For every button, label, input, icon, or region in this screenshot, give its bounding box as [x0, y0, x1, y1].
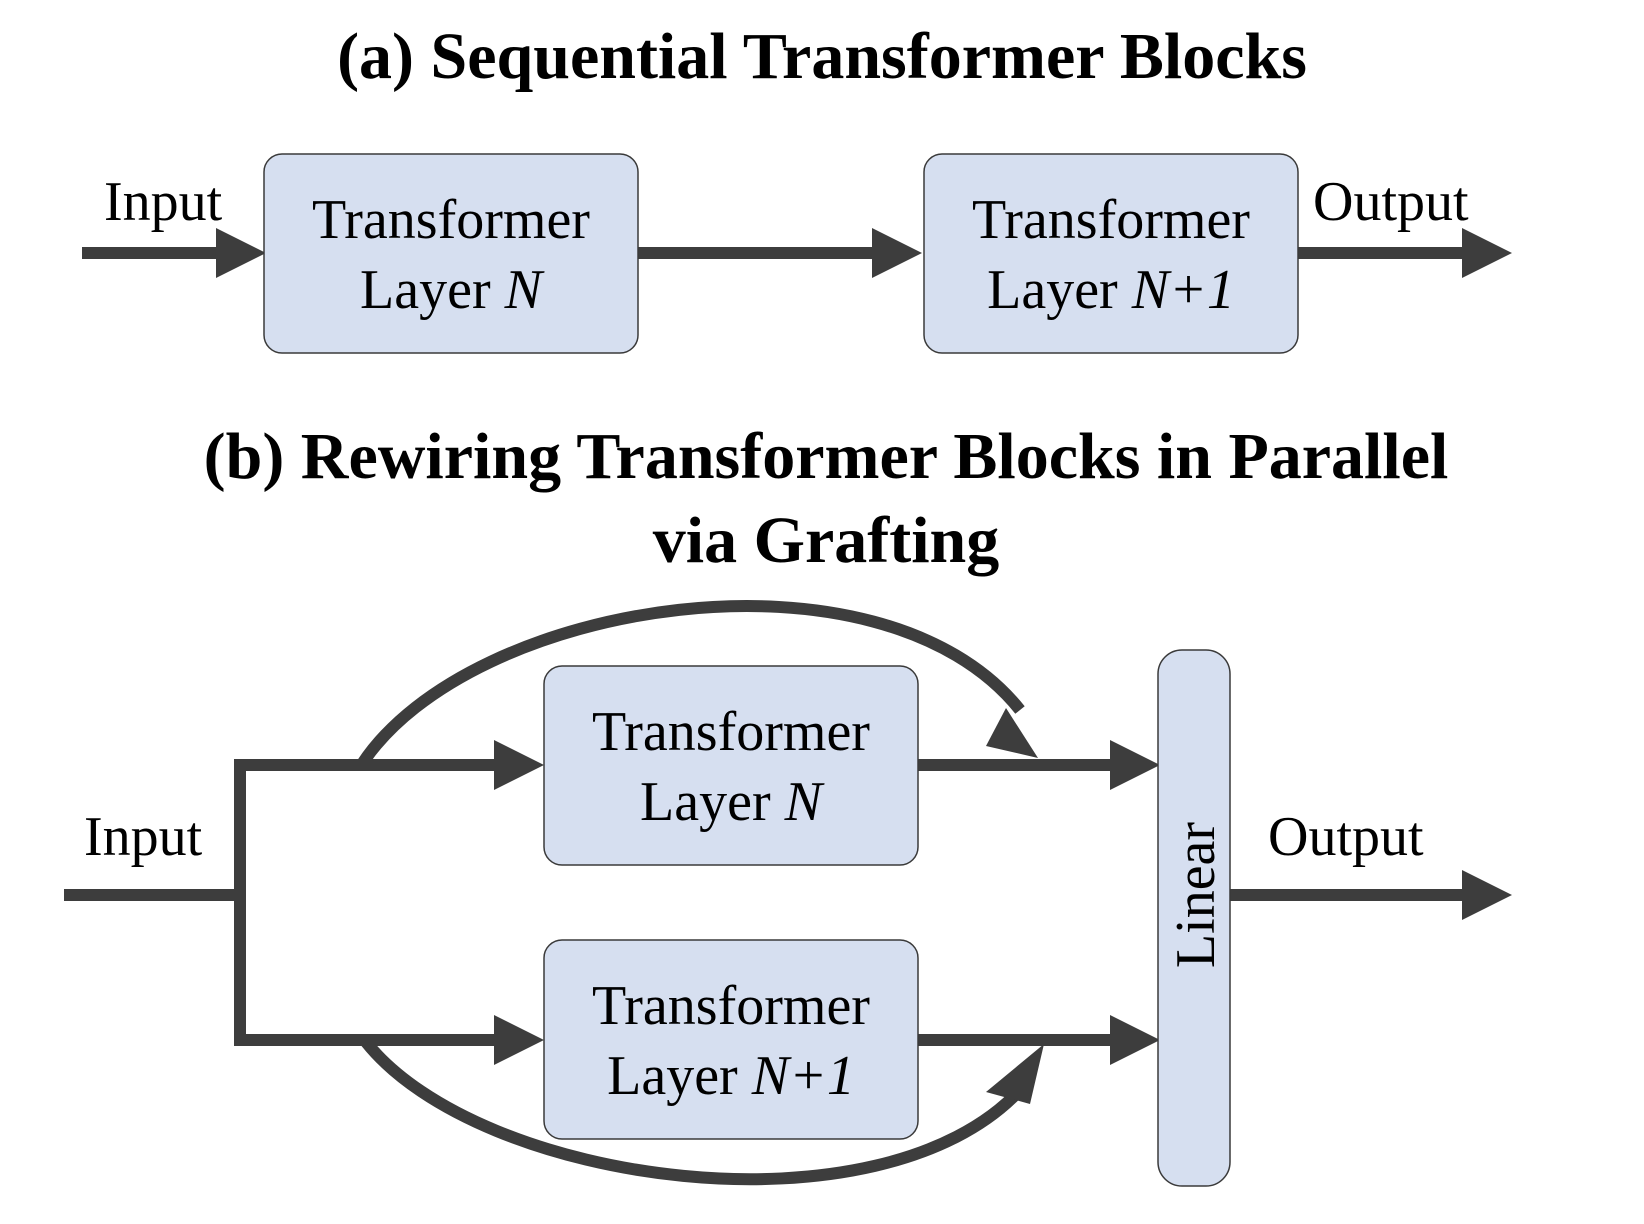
panel-b-transformer-layer-n: Transformer Layer N — [543, 665, 919, 866]
panel-a-transformer-layer-n: Transformer Layer N — [263, 153, 639, 354]
block-line2: Layer N+1 — [987, 259, 1235, 321]
panel-b-layer-n-plus-1-to-linear — [918, 1015, 1160, 1065]
panel-b-title-line2: via Grafting — [653, 504, 999, 577]
block-line1: Transformer — [312, 189, 590, 251]
panel-a-title: (a) Sequential Transformer Blocks — [337, 20, 1307, 93]
panel-b-input-label: Input — [84, 806, 203, 868]
block-line2: Layer N — [360, 259, 545, 321]
linear-label: Linear — [1165, 822, 1227, 968]
panel-b-output-label: Output — [1268, 806, 1424, 868]
panel-b-arrow-to-layer-n-plus-1 — [494, 1015, 544, 1065]
panel-a-input-arrow — [82, 228, 266, 278]
panel-b-layer-n-to-linear — [918, 740, 1160, 790]
panel-a-transformer-layer-n-plus-1: Transformer Layer N+1 — [923, 153, 1299, 354]
block-line2: Layer N+1 — [607, 1045, 855, 1107]
panel-a-middle-arrow — [638, 228, 922, 278]
panel-b-input-split — [64, 759, 500, 1046]
panel-b-transformer-layer-n-plus-1: Transformer Layer N+1 — [543, 939, 919, 1140]
panel-b-title-line1: (b) Rewiring Transformer Blocks in Paral… — [204, 420, 1449, 493]
block-line2: Layer N — [640, 771, 825, 833]
block-line1: Transformer — [592, 975, 870, 1037]
panel-b-linear-block: Linear — [1157, 649, 1231, 1187]
panel-b-skip-arc-bottom — [361, 1038, 1044, 1186]
block-line1: Transformer — [592, 701, 870, 763]
panel-b-output-arrow — [1230, 870, 1512, 920]
panel-a-output-arrow — [1298, 228, 1512, 278]
block-line1: Transformer — [972, 189, 1250, 251]
panel-a-input-label: Input — [104, 171, 223, 233]
panel-b-skip-arc-top — [356, 600, 1038, 768]
panel-b-arrow-to-layer-n — [494, 740, 544, 790]
panel-a-output-label: Output — [1313, 171, 1469, 233]
